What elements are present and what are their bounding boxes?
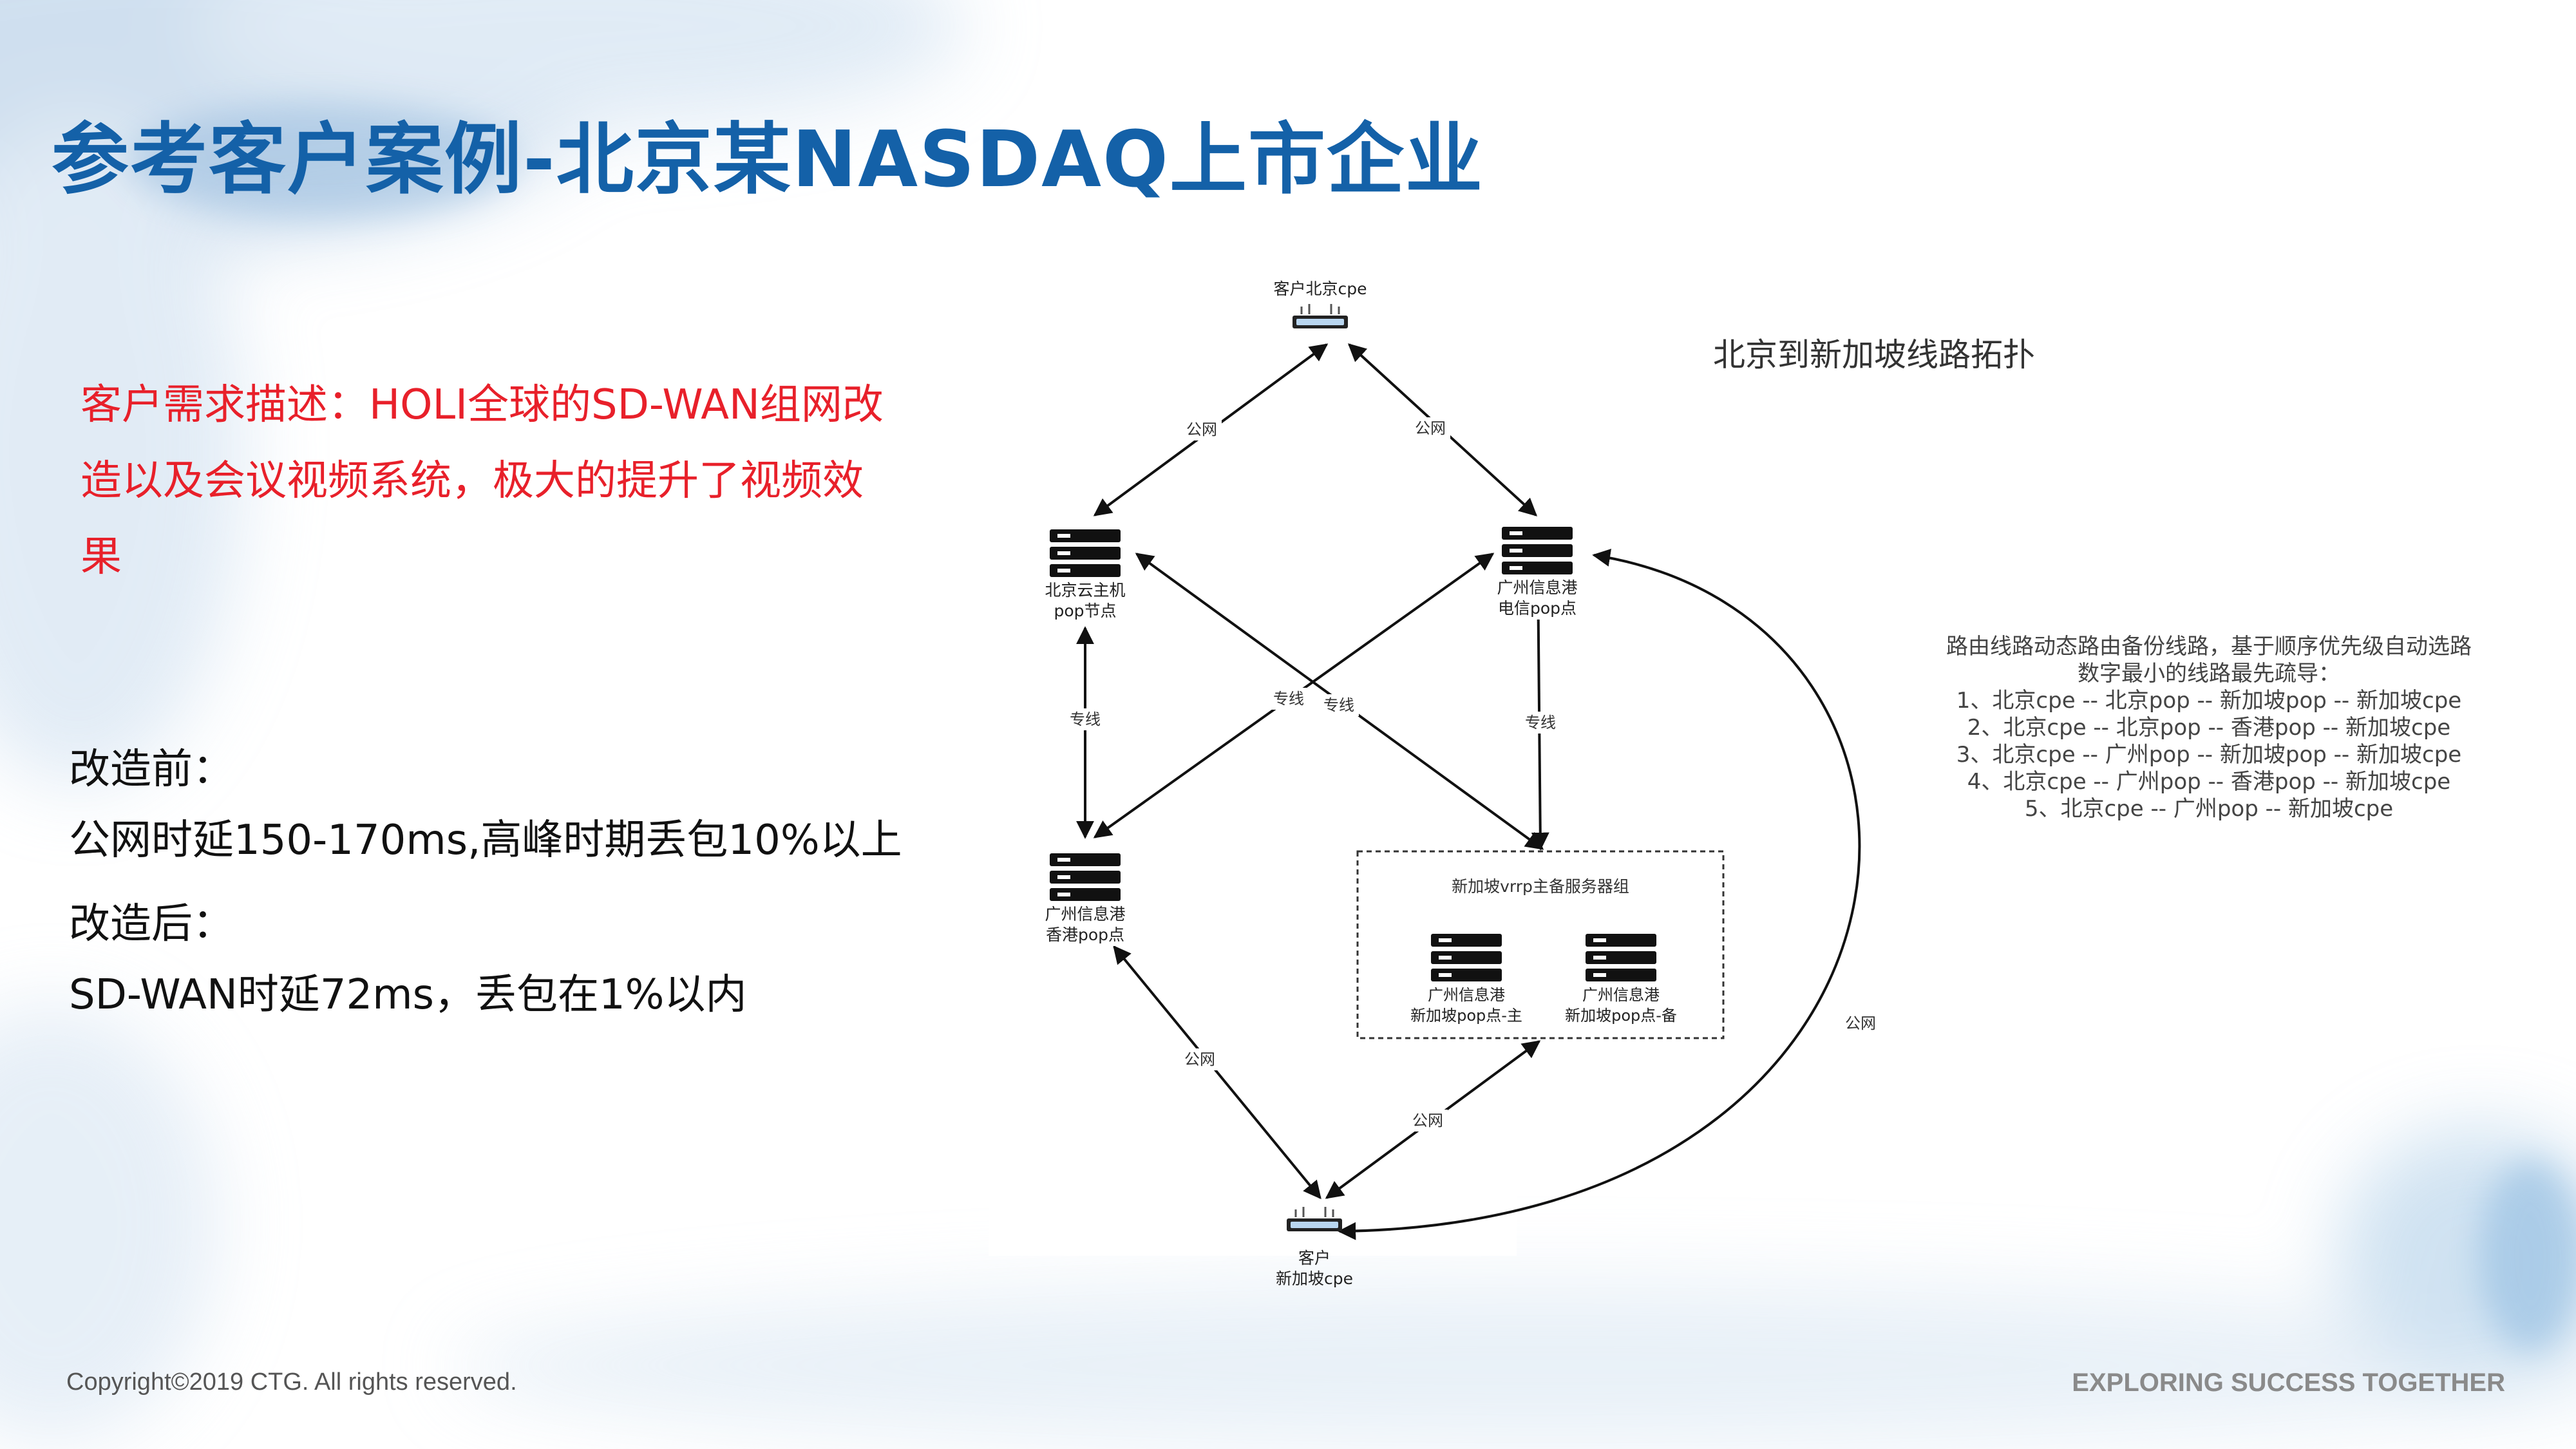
pop-beijing-node: 北京云主机 pop节点 bbox=[1034, 529, 1137, 622]
node-label: 广州信息港 bbox=[1428, 986, 1505, 1004]
node-label: 客户北京cpe bbox=[1274, 279, 1367, 298]
before-section: 改造前： 公网时延150-170ms,高峰时期丢包10%以上 bbox=[69, 734, 902, 876]
after-section: 改造后： SD-WAN时延72ms，丢包在1%以内 bbox=[69, 889, 747, 1030]
diagram-panel bbox=[989, 245, 1517, 1256]
server-icon bbox=[1050, 853, 1121, 901]
node-label: 北京云主机 bbox=[1045, 581, 1125, 600]
server-icon bbox=[1586, 934, 1656, 981]
node-label: 新加坡pop点-备 bbox=[1565, 1007, 1677, 1025]
node-label: 客户 bbox=[1298, 1249, 1331, 1267]
link-label: 公网 bbox=[1186, 421, 1217, 439]
link-label: 公网 bbox=[1845, 1014, 1876, 1032]
server-icon bbox=[1050, 529, 1121, 577]
routing-note: 1、北京cpe -- 北京pop -- 新加坡pop -- 新加坡cpe bbox=[1956, 688, 2461, 714]
customer-requirement: 客户需求描述：HOLI全球的SD-WAN组网改造以及会议视频系统，极大的提升了视… bbox=[80, 381, 884, 581]
node-label: 新加坡cpe bbox=[1276, 1269, 1353, 1288]
pop-hongkong-node: 广州信息港 香港pop点 bbox=[1034, 853, 1137, 946]
routing-note: 5、北京cpe -- 广州pop -- 新加坡cpe bbox=[2025, 796, 2393, 822]
routing-note: 路由线路动态路由备份线路，基于顺序优先级自动选路 bbox=[1946, 634, 2472, 659]
copyright: Copyright©2019 CTG. All rights reserved. bbox=[66, 1368, 517, 1396]
page-title: 参考客户案例-北京某NASDAQ上市企业 bbox=[52, 115, 1484, 205]
edge-popgz-cpesg-curve bbox=[1338, 549, 1861, 1240]
link-label: 专线 bbox=[1273, 690, 1304, 708]
sg-backup-node: 广州信息港 新加坡pop点-备 bbox=[1565, 934, 1677, 1025]
before-text: 公网时延150-170ms,高峰时期丢包10%以上 bbox=[69, 817, 902, 864]
link-label: 专线 bbox=[1070, 710, 1101, 728]
routing-note: 3、北京cpe -- 广州pop -- 新加坡pop -- 新加坡cpe bbox=[1956, 742, 2461, 768]
routing-note: 数字最小的线路最先疏导： bbox=[2078, 661, 2340, 687]
server-icon bbox=[1431, 934, 1502, 981]
tagline: EXPLORING SUCCESS TOGETHER bbox=[2072, 1368, 2505, 1397]
node-label: 香港pop点 bbox=[1046, 925, 1124, 944]
link-label: 公网 bbox=[1412, 1112, 1443, 1130]
node-label: 新加坡pop点-主 bbox=[1410, 1007, 1522, 1025]
cpe-beijing-node: 客户北京cpe bbox=[1274, 279, 1367, 330]
after-text: SD-WAN时延72ms，丢包在1%以内 bbox=[69, 971, 747, 1019]
cpe-singapore-node: 客户 新加坡cpe bbox=[1276, 1206, 1353, 1288]
node-label: pop节点 bbox=[1054, 601, 1116, 620]
link-label: 公网 bbox=[1415, 419, 1446, 437]
edge-pophk-cpesg bbox=[1113, 945, 1321, 1200]
node-label: 广州信息港 bbox=[1582, 986, 1660, 1004]
pop-guangzhou-telecom-node: 广州信息港 电信pop点 bbox=[1484, 527, 1591, 620]
link-label: 公网 bbox=[1184, 1050, 1215, 1068]
link-label: 专线 bbox=[1525, 714, 1556, 732]
before-label: 改造前： bbox=[69, 746, 234, 793]
diagram-title: 北京到新加坡线路拓扑 bbox=[1713, 336, 2035, 374]
sg-group-label: 新加坡vrrp主备服务器组 bbox=[1452, 877, 1629, 896]
sg-main-node: 广州信息港 新加坡pop点-主 bbox=[1410, 934, 1522, 1025]
node-label: 电信pop点 bbox=[1498, 599, 1577, 618]
server-icon bbox=[1502, 527, 1573, 574]
link-label: 专线 bbox=[1323, 696, 1354, 714]
node-label: 广州信息港 bbox=[1045, 905, 1125, 923]
after-label: 改造后： bbox=[69, 900, 234, 948]
routing-note: 4、北京cpe -- 广州pop -- 香港pop -- 新加坡cpe bbox=[1967, 769, 2450, 795]
node-label: 广州信息港 bbox=[1497, 578, 1577, 597]
routing-note: 2、北京cpe -- 北京pop -- 香港pop -- 新加坡cpe bbox=[1967, 715, 2450, 741]
